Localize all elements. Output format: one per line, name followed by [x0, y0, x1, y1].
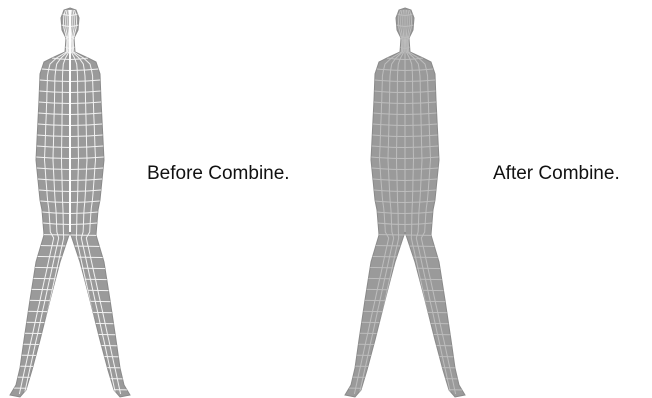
before-combine-caption: Before Combine. — [147, 163, 290, 185]
mesh-figure-after — [335, 0, 475, 398]
mesh-figure-before — [0, 0, 140, 398]
after-combine-caption: After Combine. — [493, 163, 620, 185]
after-combine-figure — [335, 0, 475, 398]
before-combine-figure — [0, 0, 140, 398]
